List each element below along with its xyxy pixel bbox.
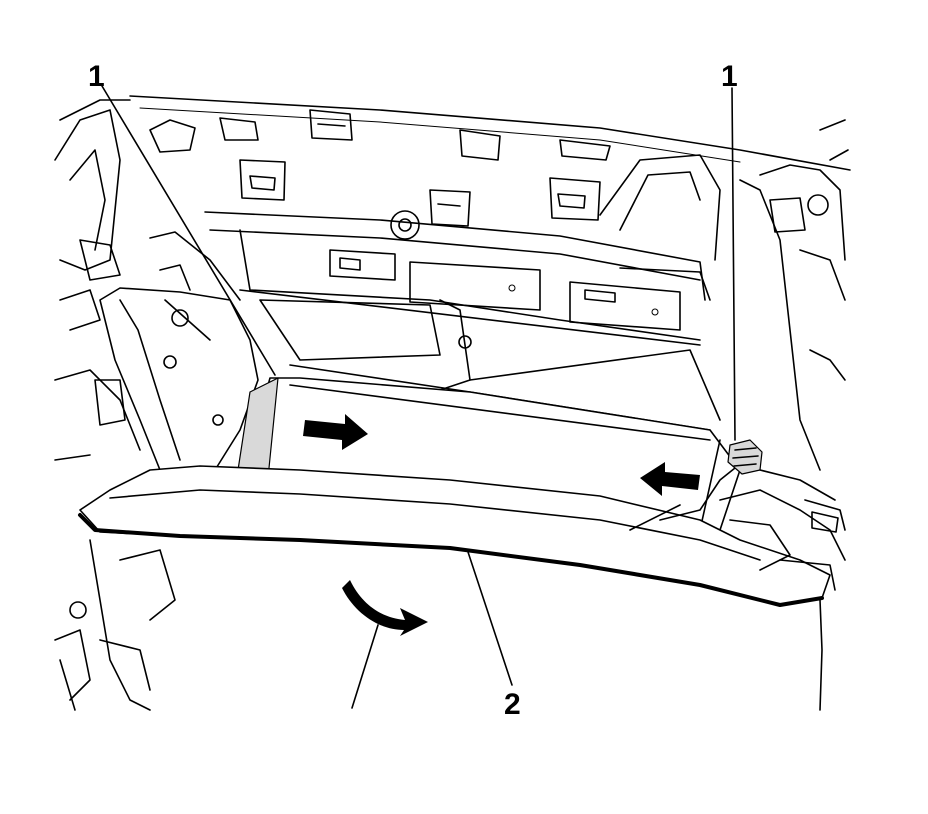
callout-label-1-left: 1 (88, 60, 105, 93)
right-lower-bracket (719, 469, 846, 591)
outer-trim-lines (351, 599, 823, 711)
glove-box-door (78, 459, 831, 607)
slide-arrow-right (303, 414, 368, 450)
swing-down-arrow (342, 580, 428, 636)
callout-label-2: 2 (504, 688, 521, 721)
callout-label-1-right: 1 (721, 60, 738, 93)
slide-arrow-left (640, 462, 700, 496)
left-lower-structure (54, 539, 176, 711)
left-side-bracket (99, 231, 259, 471)
instrument-panel-structure (54, 95, 851, 471)
leader-lines (101, 85, 736, 686)
right-fastener (727, 439, 763, 475)
